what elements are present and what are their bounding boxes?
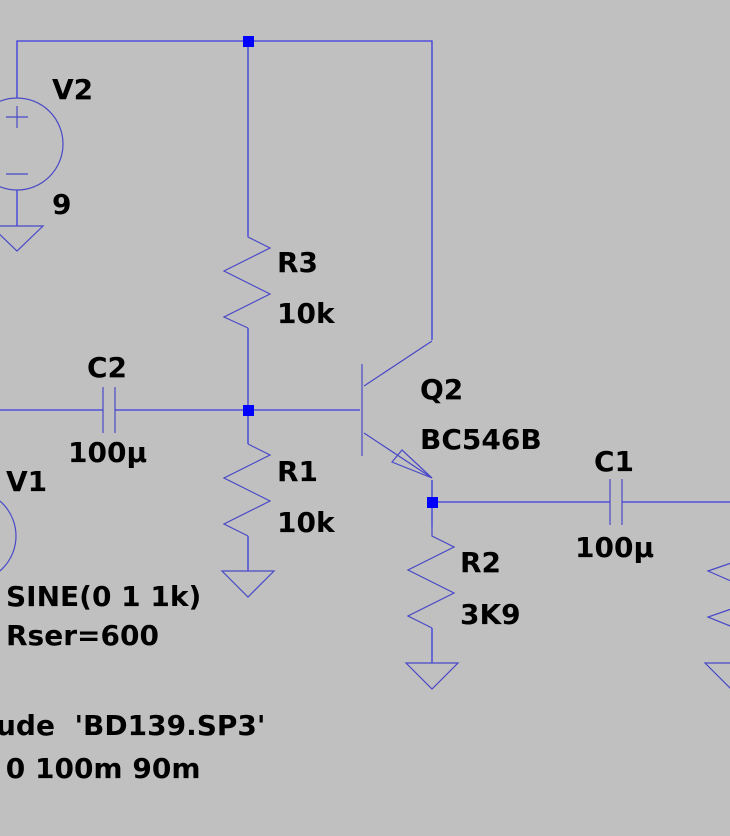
r1-value-label: 10k (277, 506, 336, 539)
r3-resistor[interactable] (222, 236, 272, 329)
r1-resistor[interactable] (222, 443, 272, 537)
ground-icon (404, 662, 460, 690)
wire-v2-top[interactable] (16, 40, 433, 340)
load-resistor-partial[interactable] (706, 560, 730, 630)
v1-name-label: V1 (6, 465, 47, 498)
c2-capacitor[interactable] (102, 387, 116, 433)
v2-name-label: V2 (52, 73, 93, 106)
r2-value-label: 3K9 (460, 598, 521, 631)
r2-name-label: R2 (460, 546, 501, 579)
junction-base (243, 405, 254, 416)
tran-directive[interactable]: 0 100m 90m (0, 752, 201, 785)
r1-name-label: R1 (277, 455, 318, 488)
q2-npn-transistor[interactable] (361, 340, 433, 479)
v1-value-line1: SINE(0 1 1k) (6, 580, 201, 613)
ground-icon (0, 225, 45, 252)
c2-value-label: 100µ (68, 436, 147, 469)
c2-name-label: C2 (87, 351, 127, 384)
v2-value-label: 9 (52, 188, 71, 221)
ground-icon (703, 662, 730, 689)
junction-emitter (427, 497, 438, 508)
v1-sine-source[interactable] (0, 490, 17, 582)
q2-emitter-arrow-icon (391, 449, 433, 479)
ground-icon (220, 570, 276, 598)
junctions (243, 36, 438, 508)
include-directive[interactable]: ude 'BD139.SP3' (0, 709, 265, 742)
v2-voltage-source[interactable] (0, 97, 64, 191)
ground-symbols (0, 225, 730, 690)
junction-top (243, 36, 254, 47)
q2-collector (363, 340, 433, 387)
v2-body (0, 97, 64, 191)
r3-value-label: 10k (277, 297, 336, 330)
r3-name-label: R3 (277, 246, 318, 279)
v1-value-line2: Rser=600 (6, 619, 159, 652)
c1-value-label: 100µ (575, 531, 654, 564)
r2-resistor[interactable] (406, 527, 456, 629)
q2-value-label: BC546B (420, 423, 542, 456)
q2-name-label: Q2 (420, 373, 463, 406)
v1-body (0, 500, 17, 572)
c1-capacitor[interactable] (609, 479, 623, 525)
c1-name-label: C1 (594, 445, 634, 478)
